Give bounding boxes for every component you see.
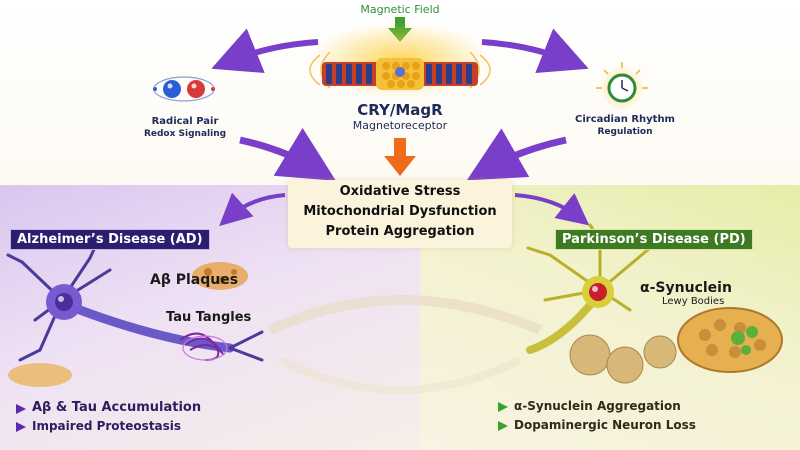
pd-label: Parkinson’s Disease (PD): [555, 229, 753, 250]
pd-bullet-1: α-Synuclein Aggregation: [514, 399, 681, 413]
pd-bullet-2: Dopaminergic Neuron Loss: [514, 418, 696, 432]
pd-bullet-2-text: Dopaminergic Neuron Loss: [514, 418, 696, 432]
circadian-title: Circadian Rhythm: [575, 114, 675, 125]
center-arrow: [384, 138, 416, 176]
lewy-body-icon: [569, 307, 783, 384]
synuclein-label: α-Synuclein: [640, 280, 732, 296]
ad-bullet-2-text: Impaired Proteostasis: [32, 419, 182, 433]
radical-pair-subtitle: Redox Signaling: [143, 129, 227, 139]
mechanism-line-3: Protein Aggregation: [325, 224, 475, 239]
plaque-icon: [8, 262, 248, 387]
ad-bullet-2: Impaired Proteostasis: [32, 419, 181, 433]
membrane-icon: [322, 58, 478, 90]
magnetic-field-label: Magnetic Field: [360, 3, 440, 16]
tau-tangles-label: Tau Tangles: [166, 310, 252, 325]
ad-bullet-1: Aβ & Tau Accumulation: [32, 400, 201, 415]
mechanism-box: Oxidative Stress Mitochondrial Dysfuncti…: [288, 180, 512, 248]
tangle-icon: [179, 332, 228, 361]
clock-icon: [596, 62, 648, 110]
circadian-subtitle: Regulation: [597, 127, 653, 137]
lewy-bodies-label: Lewy Bodies: [662, 296, 725, 307]
receptor-subtitle: Magnetoreceptor: [352, 119, 448, 132]
mechanism-line-2: Mitochondrial Dysfunction: [303, 204, 497, 219]
bullet-arrow-icon: [16, 402, 508, 432]
radical-pair-title: Radical Pair: [151, 116, 219, 127]
pd-bullet-1-text: α-Synuclein Aggregation: [514, 399, 681, 413]
receptor-title: CRY/MagR: [357, 101, 443, 119]
ad-label: Alzheimer’s Disease (AD): [10, 229, 210, 250]
ad-bullet-1-text: Aβ & Tau Accumulation: [32, 400, 202, 415]
mechanism-line-1: Oxidative Stress: [339, 184, 461, 199]
ab-plaques-label: Aβ Plaques: [150, 272, 239, 288]
radical-pair-icon: [153, 76, 215, 102]
